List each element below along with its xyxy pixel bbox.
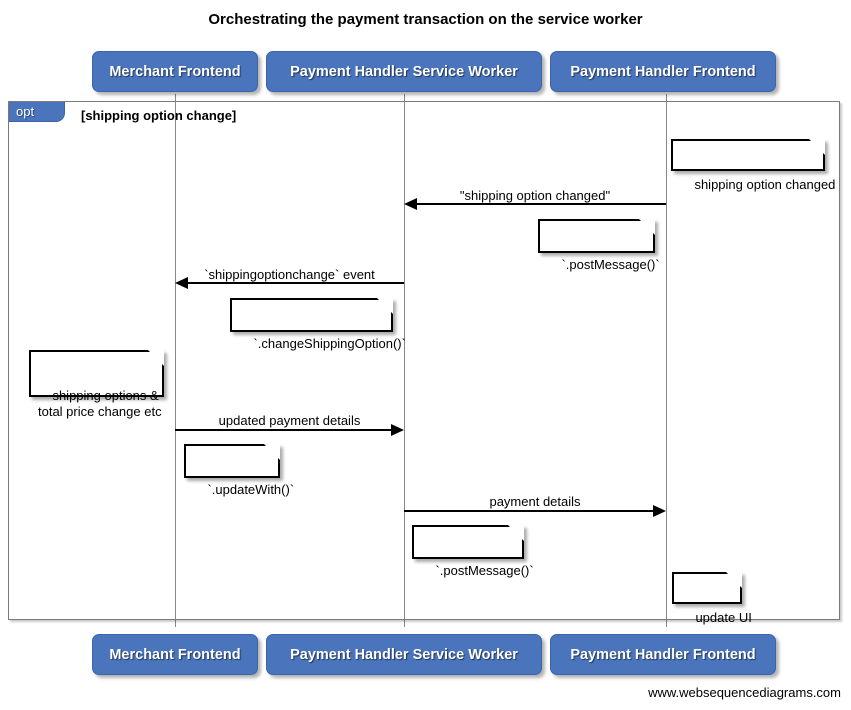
note-text: `.updateWith()` bbox=[207, 482, 295, 497]
note-text: shipping options & total price change et… bbox=[38, 388, 162, 419]
watermark: www.websequencediagrams.com bbox=[648, 685, 841, 700]
lifeline-payment-handler-frontend bbox=[666, 94, 667, 627]
arrow-head-left-icon bbox=[404, 198, 417, 210]
participant-merchant-frontend-bottom[interactable]: Merchant Frontend bbox=[92, 634, 258, 675]
lifeline-payment-handler-service-worker bbox=[404, 94, 405, 627]
message-line-payment-details bbox=[404, 510, 653, 512]
participant-merchant-frontend-top[interactable]: Merchant Frontend bbox=[92, 51, 258, 92]
lifeline-merchant bbox=[175, 94, 176, 627]
note-shipping-options-total-price: shipping options & total price change et… bbox=[29, 350, 164, 419]
note-fold-icon bbox=[726, 572, 742, 588]
opt-fragment-tab: opt bbox=[9, 102, 65, 122]
note-text: update UI bbox=[695, 610, 752, 625]
note-update-ui: update UI bbox=[672, 572, 752, 625]
note-fold-icon bbox=[148, 350, 164, 366]
participant-payment-handler-service-worker-top[interactable]: Payment Handler Service Worker bbox=[266, 51, 542, 92]
note-text: `.changeShippingOption()` bbox=[253, 336, 406, 351]
arrow-head-right-icon bbox=[653, 505, 666, 517]
note-change-shipping-option: `.changeShippingOption()` bbox=[230, 298, 406, 351]
note-fold-icon bbox=[377, 298, 393, 314]
note-post-message-2: `.postMessage()` bbox=[412, 525, 534, 578]
note-text: `.postMessage()` bbox=[435, 563, 534, 578]
message-line-updated-payment-details bbox=[175, 429, 391, 431]
note-shipping-option-changed: shipping option changed bbox=[671, 139, 835, 192]
note-text: shipping option changed bbox=[694, 177, 836, 192]
note-fold-icon bbox=[639, 219, 655, 235]
note-text: `.postMessage()` bbox=[561, 257, 660, 272]
message-line-shippingoptionchange-event bbox=[188, 282, 404, 284]
note-fold-icon bbox=[809, 139, 825, 155]
participant-payment-handler-service-worker-bottom[interactable]: Payment Handler Service Worker bbox=[266, 634, 542, 675]
message-line-shipping-option-changed bbox=[417, 203, 666, 205]
message-label-updated-payment-details: updated payment details bbox=[218, 413, 361, 428]
note-fold-icon bbox=[264, 444, 280, 460]
note-update-with: `.updateWith()` bbox=[184, 444, 294, 497]
opt-fragment bbox=[8, 101, 840, 620]
note-fold-icon bbox=[508, 525, 524, 541]
message-label-shippingoptionchange-event: `shippingoptionchange` event bbox=[204, 267, 375, 282]
arrow-head-left-icon bbox=[175, 277, 188, 289]
participant-payment-handler-frontend-top[interactable]: Payment Handler Frontend bbox=[550, 51, 776, 92]
message-label-payment-details: payment details bbox=[489, 494, 581, 509]
note-post-message-1: `.postMessage()` bbox=[538, 219, 660, 272]
arrow-head-right-icon bbox=[391, 424, 404, 436]
participant-payment-handler-frontend-bottom[interactable]: Payment Handler Frontend bbox=[550, 634, 776, 675]
message-label-shipping-option-changed: "shipping option changed" bbox=[459, 188, 611, 203]
page-title: Orchestrating the payment transaction on… bbox=[208, 11, 643, 28]
opt-fragment-condition: [shipping option change] bbox=[81, 108, 237, 123]
